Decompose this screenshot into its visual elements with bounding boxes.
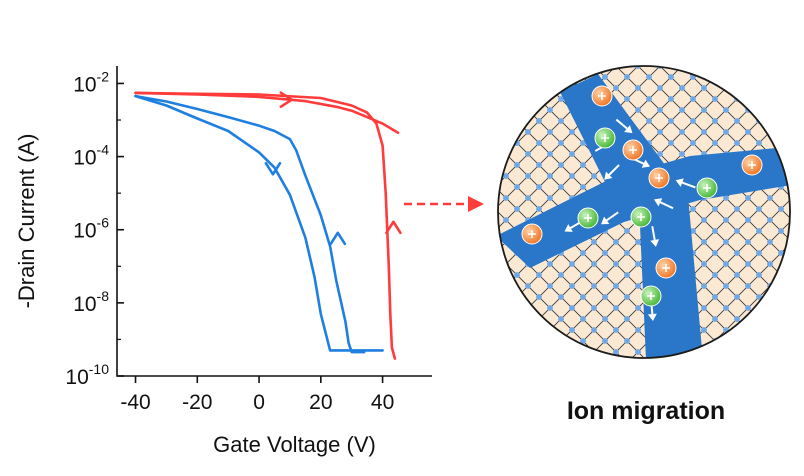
y-tick-label: 10-2	[73, 68, 109, 96]
sweep-direction-arrow	[385, 220, 402, 235]
sweep-direction-arrow	[329, 231, 347, 246]
ion-green	[594, 127, 616, 149]
ion-green	[696, 177, 718, 199]
y-axis-title: -Drain Current (A)	[14, 134, 39, 309]
x-axis-title: Gate Voltage (V)	[213, 432, 376, 457]
y-tick-label: 10-6	[73, 215, 109, 243]
schematic-outline	[497, 65, 791, 359]
sweep-curve-3	[134, 94, 384, 352]
flow-arrow	[650, 225, 660, 247]
schematic-title: Ion migration	[567, 397, 725, 425]
sweep-direction-arrow	[279, 91, 294, 108]
transfer-curve-chart: -40 -20 0 20 40 10-2 10-4 10-6 10-8 10-10 Gate V…	[14, 66, 432, 457]
connector-arrow	[404, 196, 484, 212]
ion-green	[630, 206, 652, 228]
ion-migration-schematic: Ion migration	[497, 65, 791, 425]
ion-orange	[741, 154, 763, 176]
y-tick-label: 10-4	[73, 142, 109, 170]
x-tick-label: 40	[371, 391, 394, 414]
flow-arrow	[654, 198, 674, 210]
ion-orange	[591, 85, 613, 107]
y-tick-label: 10-10	[65, 361, 109, 389]
x-tick-label: -40	[120, 391, 150, 414]
ion-orange	[622, 139, 644, 161]
axes	[116, 66, 432, 377]
ion-orange	[655, 257, 677, 279]
flow-arrow	[675, 178, 696, 189]
y-tick-label: 10-8	[73, 288, 109, 316]
x-tick-label: 20	[309, 391, 332, 414]
sweep-curve-4	[134, 94, 366, 354]
ion-orange	[521, 223, 543, 245]
ion-green	[577, 207, 599, 229]
ion-orange	[648, 167, 670, 189]
ions	[521, 85, 763, 307]
curves	[134, 91, 400, 360]
sweep-direction-arrow	[264, 161, 282, 176]
flow-arrow	[604, 164, 620, 180]
channel-sw-ne	[498, 146, 790, 268]
sweep-curve-1	[134, 91, 400, 134]
x-ticks: -40 -20 0 20 40	[120, 376, 394, 414]
x-tick-label: 0	[253, 391, 265, 414]
ion-channels	[498, 74, 790, 358]
direction-markers	[264, 91, 402, 246]
sweep-curve-2	[134, 91, 397, 360]
channel-nw-se	[560, 74, 703, 358]
flow-arrow	[615, 118, 633, 134]
y-ticks: 10-2 10-4 10-6 10-8 10-10	[65, 68, 124, 389]
ion-green	[640, 285, 662, 307]
x-tick-label: -20	[182, 391, 212, 414]
flow-arrow	[600, 211, 619, 225]
